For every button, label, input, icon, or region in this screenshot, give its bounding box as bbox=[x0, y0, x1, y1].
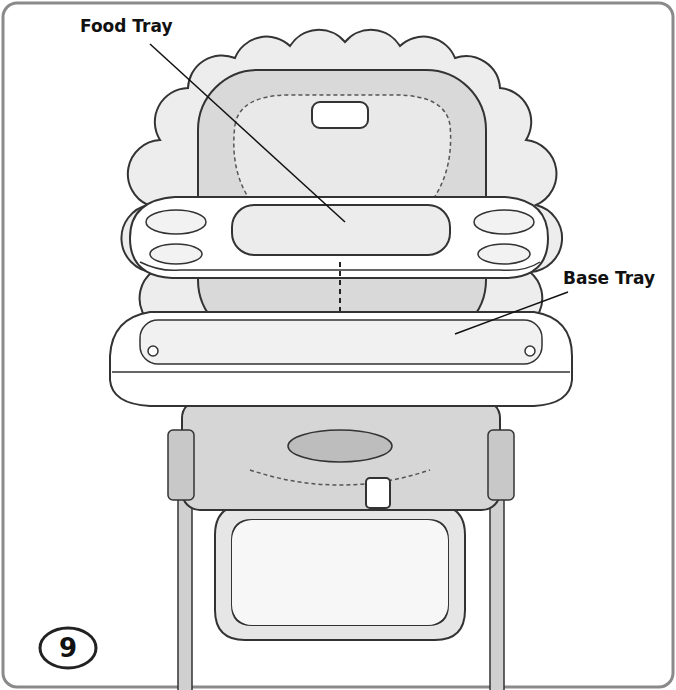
callout-number: 9 bbox=[59, 634, 77, 663]
seat-stitching bbox=[250, 470, 430, 485]
figure-frame bbox=[3, 3, 673, 687]
part-label: Base Tray bbox=[563, 268, 655, 288]
leader-line bbox=[455, 292, 568, 334]
leader-line bbox=[150, 44, 345, 222]
base-tray-edge bbox=[112, 371, 570, 373]
cup-holder bbox=[150, 244, 202, 264]
base-tray-body bbox=[110, 312, 572, 406]
callout-badge: 9 bbox=[38, 626, 98, 670]
footrest-well bbox=[232, 520, 448, 625]
cup-holder bbox=[474, 210, 534, 234]
cup-holder bbox=[478, 244, 530, 264]
handle-slot bbox=[312, 102, 368, 128]
tray-peg bbox=[148, 346, 158, 356]
harness-buckle bbox=[366, 478, 390, 508]
part-label: Food Tray bbox=[80, 16, 173, 36]
chair-leg bbox=[490, 495, 504, 690]
side-frame bbox=[168, 430, 194, 500]
callout-ellipse bbox=[40, 628, 96, 668]
seat-bottom bbox=[182, 400, 500, 510]
cup-holder bbox=[146, 210, 206, 234]
footrest bbox=[215, 505, 465, 640]
tray-release-button bbox=[288, 430, 392, 462]
base-tray-well bbox=[140, 320, 542, 364]
side-frame bbox=[488, 430, 514, 500]
chair-leg bbox=[178, 495, 192, 690]
tray-peg bbox=[525, 346, 535, 356]
food-tray-well bbox=[232, 205, 450, 255]
